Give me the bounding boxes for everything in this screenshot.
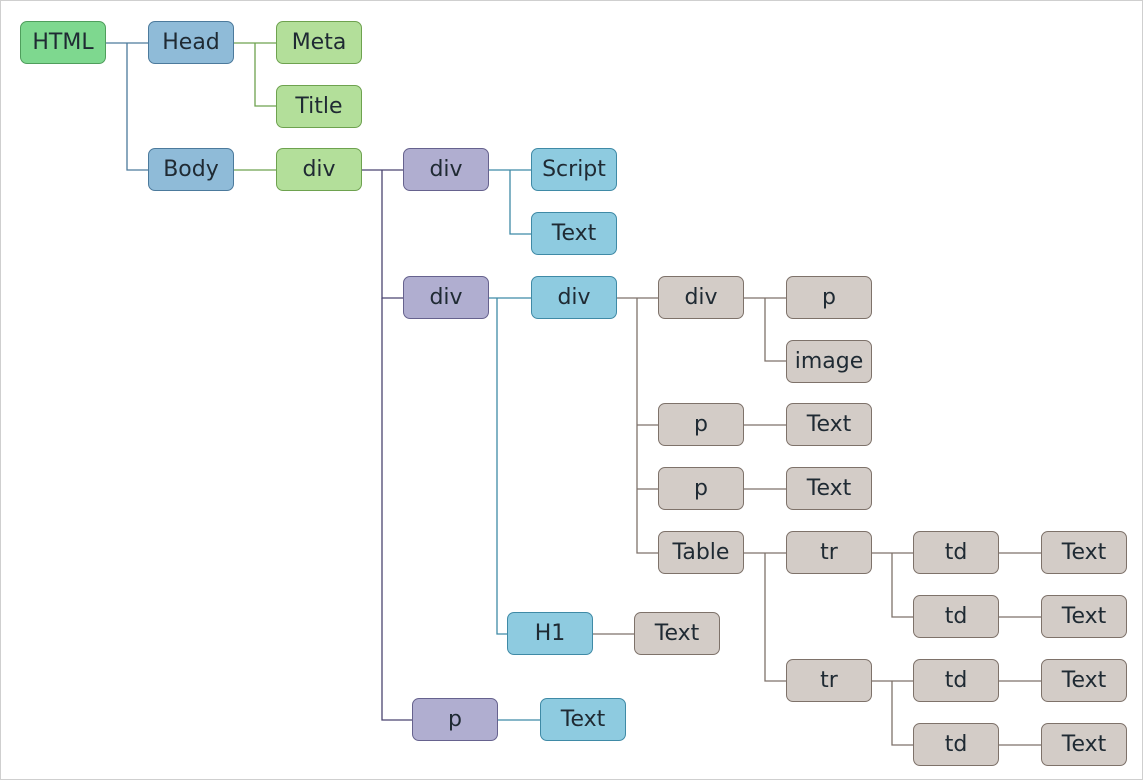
node-tr-first: tr xyxy=(786,531,872,574)
node-td-2: td xyxy=(913,595,999,638)
edge-tr2-td4 xyxy=(891,681,913,746)
node-text-p-second: Text xyxy=(786,467,872,510)
node-text-p-child: Text xyxy=(540,698,626,741)
node-text-script-sibling: Text xyxy=(531,212,617,255)
node-div-deep: div xyxy=(658,276,744,319)
node-image: image xyxy=(786,340,872,383)
node-p-first: p xyxy=(658,403,744,446)
node-div-body-child: div xyxy=(276,148,362,191)
node-p-deep: p xyxy=(786,276,872,319)
node-tr-second: tr xyxy=(786,659,872,702)
node-td-4: td xyxy=(913,723,999,766)
node-h1: H1 xyxy=(507,612,593,655)
node-script: Script xyxy=(531,148,617,191)
edge-html-body xyxy=(126,43,148,171)
node-td-1: td xyxy=(913,531,999,574)
node-title: Title xyxy=(276,85,362,128)
node-div-inner: div xyxy=(531,276,617,319)
node-text-td-3: Text xyxy=(1041,659,1127,702)
edge-div4-table xyxy=(636,298,658,554)
node-text-h1-child: Text xyxy=(634,612,720,655)
node-text-td-2: Text xyxy=(1041,595,1127,638)
node-text-td-4: Text xyxy=(1041,723,1127,766)
node-text-td-1: Text xyxy=(1041,531,1127,574)
node-body: Body xyxy=(148,148,234,191)
edge-div5-image xyxy=(764,298,786,362)
node-text-p-first: Text xyxy=(786,403,872,446)
node-meta: Meta xyxy=(276,21,362,64)
edge-div1-p xyxy=(381,298,412,721)
node-html: HTML xyxy=(20,21,106,64)
node-table: Table xyxy=(658,531,744,574)
node-div-middle: div xyxy=(403,276,489,319)
node-p-second: p xyxy=(658,467,744,510)
edge-div2-text xyxy=(509,170,531,235)
node-p-lower: p xyxy=(412,698,498,741)
edge-div3-h1 xyxy=(496,298,507,635)
node-td-3: td xyxy=(913,659,999,702)
node-div-upper: div xyxy=(403,148,489,191)
edge-tr1-td2 xyxy=(891,553,913,618)
node-head: Head xyxy=(148,21,234,64)
edge-div1-div3 xyxy=(381,170,403,299)
edge-head-title xyxy=(254,43,276,107)
edge-table-tr2 xyxy=(764,553,786,682)
